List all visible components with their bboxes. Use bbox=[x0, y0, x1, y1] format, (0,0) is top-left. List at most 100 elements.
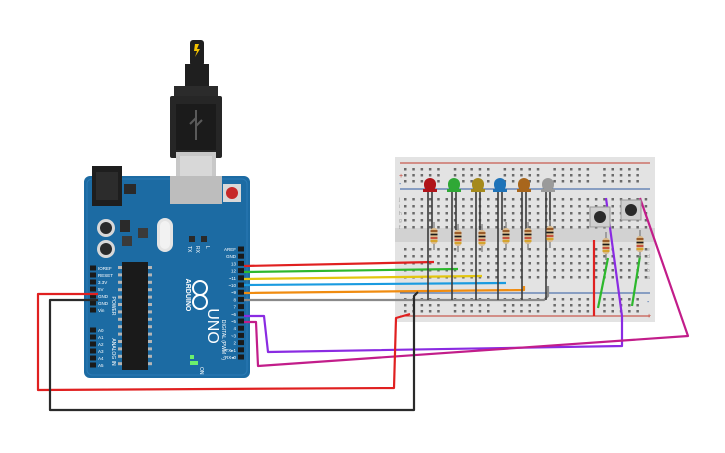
digital-header-title: DIGITAL (PWM ~) bbox=[220, 320, 226, 360]
header-socket[interactable] bbox=[90, 341, 96, 347]
resistors bbox=[430, 220, 644, 260]
uno-model: UNO bbox=[204, 308, 221, 344]
header-socket[interactable] bbox=[238, 289, 244, 295]
pin-label: A0 bbox=[98, 328, 104, 333]
pin-label: 4 bbox=[233, 326, 236, 331]
header-socket[interactable] bbox=[90, 362, 96, 368]
leds bbox=[423, 178, 555, 300]
header-socket[interactable] bbox=[90, 265, 96, 271]
row-letter: j bbox=[398, 197, 400, 203]
header-socket[interactable] bbox=[238, 347, 244, 353]
resistor-icon bbox=[454, 224, 462, 252]
wires bbox=[36, 197, 690, 412]
header-socket[interactable] bbox=[90, 348, 96, 354]
header-socket[interactable] bbox=[90, 334, 96, 340]
header-socket[interactable] bbox=[90, 293, 96, 299]
header-socket[interactable] bbox=[238, 311, 244, 317]
wire-yellow-pin11 bbox=[243, 274, 483, 281]
pin-label: A1 bbox=[98, 335, 104, 340]
row-letter: e bbox=[647, 247, 650, 253]
header-socket[interactable] bbox=[90, 307, 96, 313]
pin-label: GND bbox=[226, 254, 237, 259]
pin-label: A3 bbox=[98, 349, 104, 354]
header-socket[interactable] bbox=[238, 325, 244, 331]
pin-label: ~6 bbox=[231, 312, 237, 317]
header-socket[interactable] bbox=[238, 332, 244, 338]
header-socket[interactable] bbox=[238, 253, 244, 259]
pin-label: ~10 bbox=[228, 283, 236, 288]
jumper-green-2 bbox=[630, 255, 642, 307]
resistor-icon bbox=[546, 220, 554, 248]
resistor-icon bbox=[524, 222, 532, 250]
pin-label: 12 bbox=[231, 269, 237, 274]
wire-magenta-pin6 bbox=[244, 197, 690, 368]
wire-black-gnd bbox=[48, 291, 419, 412]
wire-red-5v bbox=[36, 292, 411, 392]
wire-purple-pin7 bbox=[244, 197, 624, 354]
wire-blue-pin10 bbox=[243, 281, 507, 287]
header-socket[interactable] bbox=[90, 286, 96, 292]
analog-header-title: ANALOG IN bbox=[110, 338, 116, 366]
reset-button-icon[interactable] bbox=[223, 184, 241, 202]
header-socket[interactable] bbox=[90, 279, 96, 285]
header-socket[interactable] bbox=[90, 327, 96, 333]
header-socket[interactable] bbox=[90, 355, 96, 361]
led-icon bbox=[423, 178, 437, 300]
pin-label: TX▸1 bbox=[225, 348, 236, 353]
wire-orange-pin9 bbox=[243, 286, 526, 295]
wire-red-pin13 bbox=[243, 260, 435, 268]
pin-label: 5V bbox=[98, 287, 104, 292]
row-letter: g bbox=[399, 218, 402, 224]
header-socket[interactable] bbox=[238, 304, 244, 310]
header-socket[interactable] bbox=[238, 354, 244, 360]
row-letter: c bbox=[647, 261, 650, 267]
header-socket[interactable] bbox=[90, 300, 96, 306]
pin-label: 7 bbox=[233, 305, 236, 310]
header-socket[interactable] bbox=[238, 318, 244, 324]
pin-label: A4 bbox=[98, 356, 104, 361]
rail-minus-top: - bbox=[399, 181, 402, 188]
row-letter: i bbox=[399, 204, 400, 210]
pin-label: 13 bbox=[231, 261, 237, 266]
pin-label: RESET bbox=[98, 273, 113, 278]
header-socket[interactable] bbox=[238, 268, 244, 274]
l-label: L bbox=[204, 246, 210, 249]
pushbutton-icon[interactable] bbox=[589, 206, 611, 228]
rail-plus-bottom: + bbox=[647, 313, 651, 320]
rail-plus-top: + bbox=[399, 173, 403, 180]
dc-jack-icon bbox=[92, 166, 122, 206]
pin-label: RX◂0 bbox=[225, 355, 237, 360]
header-socket[interactable] bbox=[90, 272, 96, 278]
pin-label: A2 bbox=[98, 342, 104, 347]
pin-label: ~11 bbox=[229, 276, 237, 281]
usb-plug-icon bbox=[170, 40, 222, 196]
pin-label: GND bbox=[98, 301, 109, 306]
led-icon bbox=[471, 178, 485, 300]
arduino-uno-board[interactable]: ARDUINO UNO ON TX RX L IOREFRESET3.3V5VG… bbox=[84, 166, 250, 378]
pin-label: GND bbox=[98, 294, 109, 299]
resistor-icon bbox=[430, 222, 438, 250]
header-socket[interactable] bbox=[238, 275, 244, 281]
wire-green-pin12 bbox=[243, 267, 459, 274]
header-socket[interactable] bbox=[238, 260, 244, 266]
row-letter: a bbox=[647, 275, 650, 281]
led-icon bbox=[447, 178, 461, 300]
pin-label: 3.3V bbox=[98, 280, 107, 285]
arduino-logo-icon bbox=[192, 280, 208, 310]
header-socket[interactable] bbox=[238, 340, 244, 346]
led-icon bbox=[493, 178, 507, 300]
pushbutton-icon[interactable] bbox=[620, 199, 642, 221]
microcontroller-chip bbox=[118, 262, 152, 370]
pin-label: ~9 bbox=[231, 290, 237, 295]
header-socket[interactable] bbox=[238, 296, 244, 302]
pin-label: Vin bbox=[98, 308, 105, 313]
header-socket[interactable] bbox=[238, 246, 244, 252]
jumper-green-1 bbox=[596, 257, 610, 309]
header-socket[interactable] bbox=[238, 282, 244, 288]
resistor-icon bbox=[502, 222, 510, 250]
arduino-brand: ARDUINO bbox=[184, 279, 191, 312]
